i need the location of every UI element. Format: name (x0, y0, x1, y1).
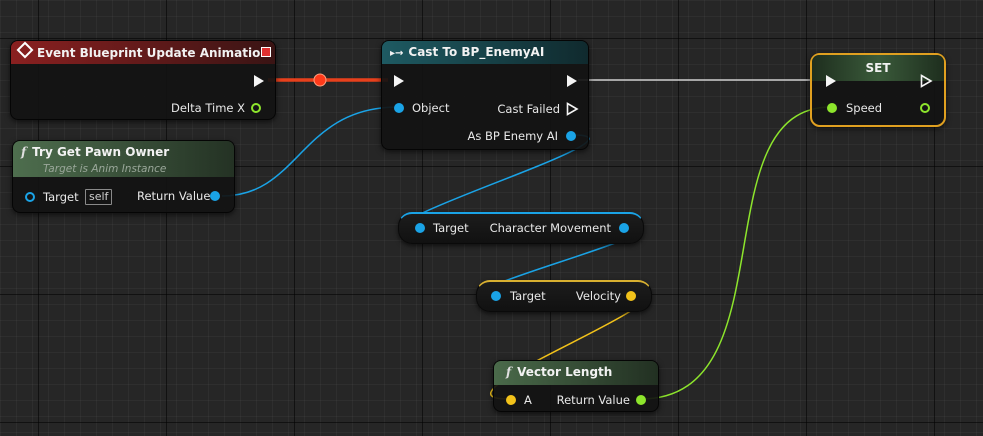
cast-exec-in-pin[interactable] (394, 75, 404, 87)
pawn-node-header[interactable]: f Try Get Pawn Owner (13, 141, 234, 177)
cast-exec-out-pin[interactable] (567, 75, 577, 87)
pawn-target-label: Target (43, 190, 79, 204)
vector-a-label: A (524, 393, 532, 407)
cast-to-bp-enemyai-node[interactable]: ▸→Cast To BP_EnemyAI Object Cast Failed … (381, 40, 589, 150)
vector-length-node[interactable]: f Vector Length A Return Value (493, 360, 659, 412)
velocity-target-pin[interactable] (491, 291, 501, 301)
square-icon[interactable] (261, 47, 271, 57)
vector-node-title: Vector Length (517, 365, 613, 379)
cast-arrow-icon: ▸→ (390, 48, 404, 59)
as-bp-enemy-ai-pin[interactable] (566, 131, 576, 141)
pawn-node-title: Try Get Pawn Owner (32, 145, 170, 159)
delta-time-pin[interactable] (251, 103, 261, 113)
exec-wire-reroute-dot[interactable] (313, 73, 327, 87)
character-movement-node[interactable]: Target Character Movement (398, 212, 644, 244)
diamond-icon (16, 41, 34, 59)
vector-return-label: Return Value (556, 393, 630, 407)
set-exec-out-pin[interactable] (920, 74, 933, 88)
event-node-header[interactable]: Event Blueprint Update Animation (11, 41, 275, 64)
object-wire-pawn-to-cast[interactable] (221, 106, 399, 197)
event-blueprint-update-animation-node[interactable]: Event Blueprint Update Animation Delta T… (10, 40, 276, 120)
as-bp-enemy-ai-label: As BP Enemy AI (467, 129, 558, 143)
pawn-return-pin[interactable] (210, 191, 220, 201)
delta-time-label: Delta Time X (170, 101, 245, 115)
velocity-node[interactable]: Target Velocity (476, 280, 652, 312)
cast-failed-label: Cast Failed (497, 102, 560, 116)
float-wire-length-to-speed[interactable] (640, 106, 832, 400)
pawn-node-subtitle: Target is Anim Instance (43, 163, 167, 175)
function-icon: f (21, 145, 27, 159)
character-movement-label: Character Movement (489, 221, 611, 235)
set-speed-out-pin[interactable] (920, 103, 930, 113)
vector-return-pin[interactable] (636, 395, 646, 405)
movement-target-pin[interactable] (415, 223, 425, 233)
cast-node-title: Cast To BP_EnemyAI (408, 45, 545, 59)
set-speed-node[interactable]: SET Speed (810, 53, 946, 127)
cast-failed-exec-pin[interactable] (566, 102, 579, 116)
cast-object-pin[interactable] (394, 103, 404, 113)
character-movement-out-pin[interactable] (619, 223, 629, 233)
pawn-return-label: Return Value (137, 189, 211, 203)
set-speed-label: Speed (846, 101, 883, 115)
velocity-target-label: Target (510, 289, 546, 303)
set-node-title: SET (865, 61, 891, 75)
vector-a-pin[interactable] (506, 395, 516, 405)
velocity-label: Velocity (575, 289, 621, 303)
self-default-box[interactable]: self (85, 189, 113, 205)
movement-target-label: Target (433, 221, 469, 235)
velocity-out-pin[interactable] (626, 291, 636, 301)
set-exec-in-pin[interactable] (826, 75, 836, 87)
set-speed-in-pin[interactable] (827, 103, 837, 113)
event-exec-out-pin[interactable] (254, 75, 264, 87)
try-get-pawn-owner-node[interactable]: f Try Get Pawn Owner Target is Anim Insta… (12, 140, 235, 213)
function-icon: f (506, 365, 512, 379)
cast-object-label: Object (412, 101, 450, 115)
vector-node-header[interactable]: f Vector Length (494, 361, 658, 385)
cast-node-header[interactable]: ▸→ Cast To BP_EnemyAI (382, 41, 588, 64)
event-node-title: Event Blueprint Update Animation (37, 46, 269, 60)
pawn-target-pin[interactable] (25, 192, 35, 202)
